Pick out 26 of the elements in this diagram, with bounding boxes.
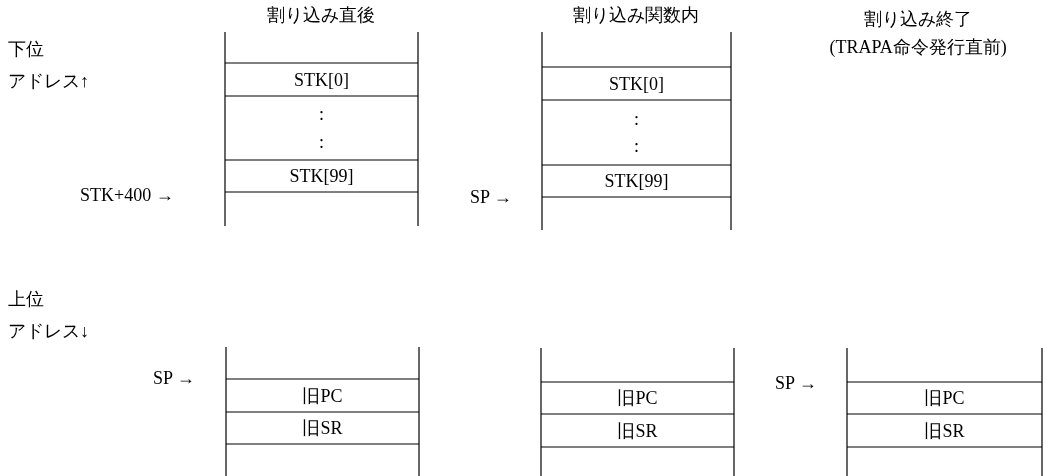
address-direction-label: アドレス↓ <box>8 320 89 342</box>
ellipsis-mark: : <box>634 108 639 129</box>
column-heading: 割り込み終了 <box>864 8 972 30</box>
stack-entry-label: 旧PC <box>302 385 343 406</box>
pointer-label: SP → <box>470 186 512 208</box>
stack-entry-label: STK[0] <box>609 73 664 94</box>
address-direction-label: 上位 <box>8 288 44 310</box>
stack-entry-label: 旧SR <box>302 418 343 438</box>
pointer-label: SP → <box>775 372 817 394</box>
stack-entry-label: STK[0] <box>294 69 349 90</box>
stack-entry-label: 旧SR <box>924 420 965 441</box>
ellipsis-mark: : <box>319 131 324 152</box>
stack-entry-label: 旧PC <box>617 388 658 408</box>
stack-entry-label: STK[99] <box>289 166 354 186</box>
address-direction-label: 下位 <box>8 38 44 60</box>
pointer-label: SP → <box>153 367 195 389</box>
stack-entry-label: STK[99] <box>604 171 669 191</box>
stack-entry-label: 旧PC <box>924 388 965 408</box>
ellipsis-mark: : <box>319 104 324 125</box>
address-direction-label: アドレス↑ <box>8 70 89 92</box>
column-heading: 割り込み関数内 <box>573 4 699 26</box>
stack-entry-label: 旧SR <box>617 420 658 441</box>
column-heading: 割り込み直後 <box>267 4 375 26</box>
column-heading: (TRAPA命令発行直前) <box>829 36 1007 58</box>
ellipsis-mark: : <box>634 136 639 157</box>
pointer-label: STK+400 → <box>80 184 174 206</box>
